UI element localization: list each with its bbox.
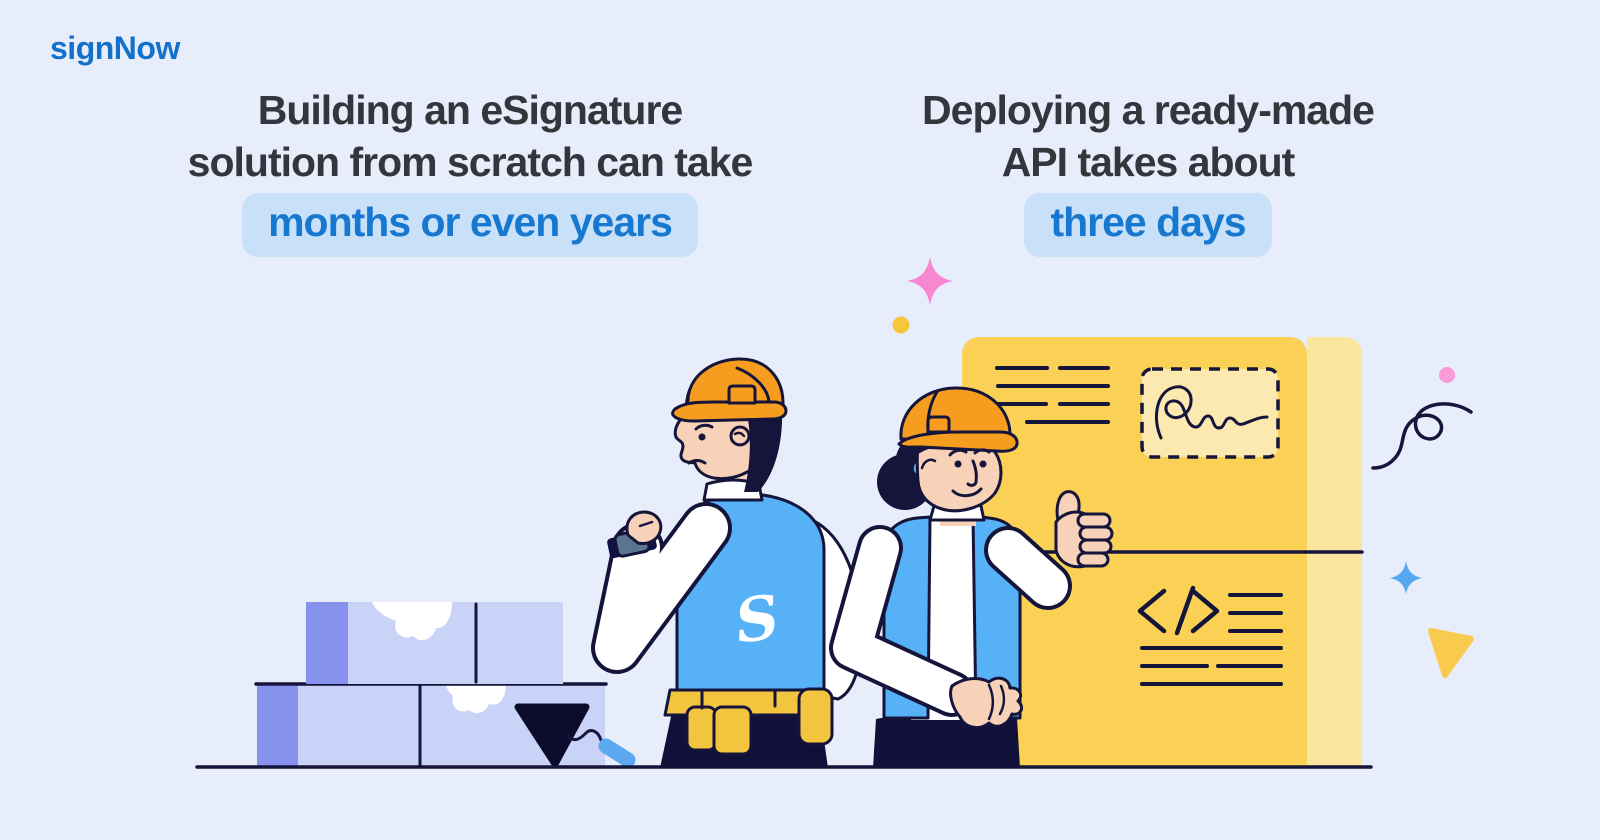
right-highlight-badge: three days <box>1024 193 1272 257</box>
hat-brim <box>897 430 1019 453</box>
finger <box>1076 551 1110 568</box>
code-icon <box>1137 585 1220 636</box>
triangle-yellow-icon <box>1428 628 1474 678</box>
female-worker <box>829 386 1114 768</box>
trowel-blade <box>514 703 590 768</box>
finger <box>1078 538 1113 555</box>
belt-pouch <box>685 705 718 752</box>
trowel-icon <box>514 703 636 768</box>
decorations <box>892 257 1474 678</box>
eyebrow <box>694 423 714 431</box>
left-claim: Building an eSignature solution from scr… <box>170 84 770 257</box>
sparkle-blue-icon <box>1390 561 1422 594</box>
finger <box>1078 525 1114 542</box>
left-highlight-badge: months or even years <box>242 193 698 257</box>
tool-belt <box>663 687 834 756</box>
signed-document-panel <box>962 337 1364 767</box>
hair-curl <box>920 458 937 470</box>
nose <box>966 459 978 487</box>
left-claim-line1: Building an eSignature <box>257 87 683 133</box>
mortar-splotch <box>372 602 452 641</box>
brick-top-shadow <box>306 602 348 684</box>
eye <box>979 460 987 468</box>
trowel-neck <box>566 729 603 742</box>
trowel-handle <box>598 738 636 768</box>
sparkle-pink-icon <box>907 257 953 305</box>
frown-mouth <box>687 459 707 465</box>
hat-rib <box>735 366 771 404</box>
hard-hat <box>897 386 1019 453</box>
signnow-logo: signNow <box>50 30 180 66</box>
finger <box>1076 512 1112 529</box>
mortar-splotch <box>446 684 506 714</box>
eye <box>954 460 962 468</box>
male-worker: S <box>591 357 863 768</box>
eye <box>698 433 706 441</box>
eyebrow <box>948 448 968 457</box>
signature-scribble <box>1155 385 1269 440</box>
smile-mouth <box>951 487 983 498</box>
signature-field <box>1140 367 1280 459</box>
right-claim-line2: API takes about <box>1001 139 1296 185</box>
hand <box>625 510 663 545</box>
left-claim-line2: solution from scratch can take <box>187 139 754 185</box>
squiggle-icon <box>1371 402 1473 470</box>
panel-text-lines <box>995 366 1110 424</box>
eyebrow <box>973 448 991 455</box>
dot-pink-icon <box>1439 367 1455 383</box>
belt-pouch <box>712 705 753 756</box>
left-arm-sleeve <box>595 506 728 670</box>
belt-pouch <box>797 687 834 746</box>
dot-yellow-icon <box>892 316 910 334</box>
right-claim: Deploying a ready-made API takes about t… <box>877 84 1419 257</box>
thumbs-up-hand <box>1054 490 1114 569</box>
right-arm-sleeve <box>988 530 1068 606</box>
hat-vent <box>926 415 951 434</box>
left-arm-sleeve <box>833 529 971 713</box>
hat-rib <box>926 390 939 433</box>
hat-brim <box>671 400 788 423</box>
right-claim-line1: Deploying a ready-made <box>922 87 1375 133</box>
code-text-lines <box>1140 593 1283 686</box>
hat-dome <box>686 357 785 407</box>
hard-hat <box>671 357 788 423</box>
hat-vent <box>727 384 757 405</box>
ear <box>729 425 751 447</box>
vest-monogram: S <box>731 582 784 657</box>
brick-bottom-shadow <box>257 684 298 768</box>
